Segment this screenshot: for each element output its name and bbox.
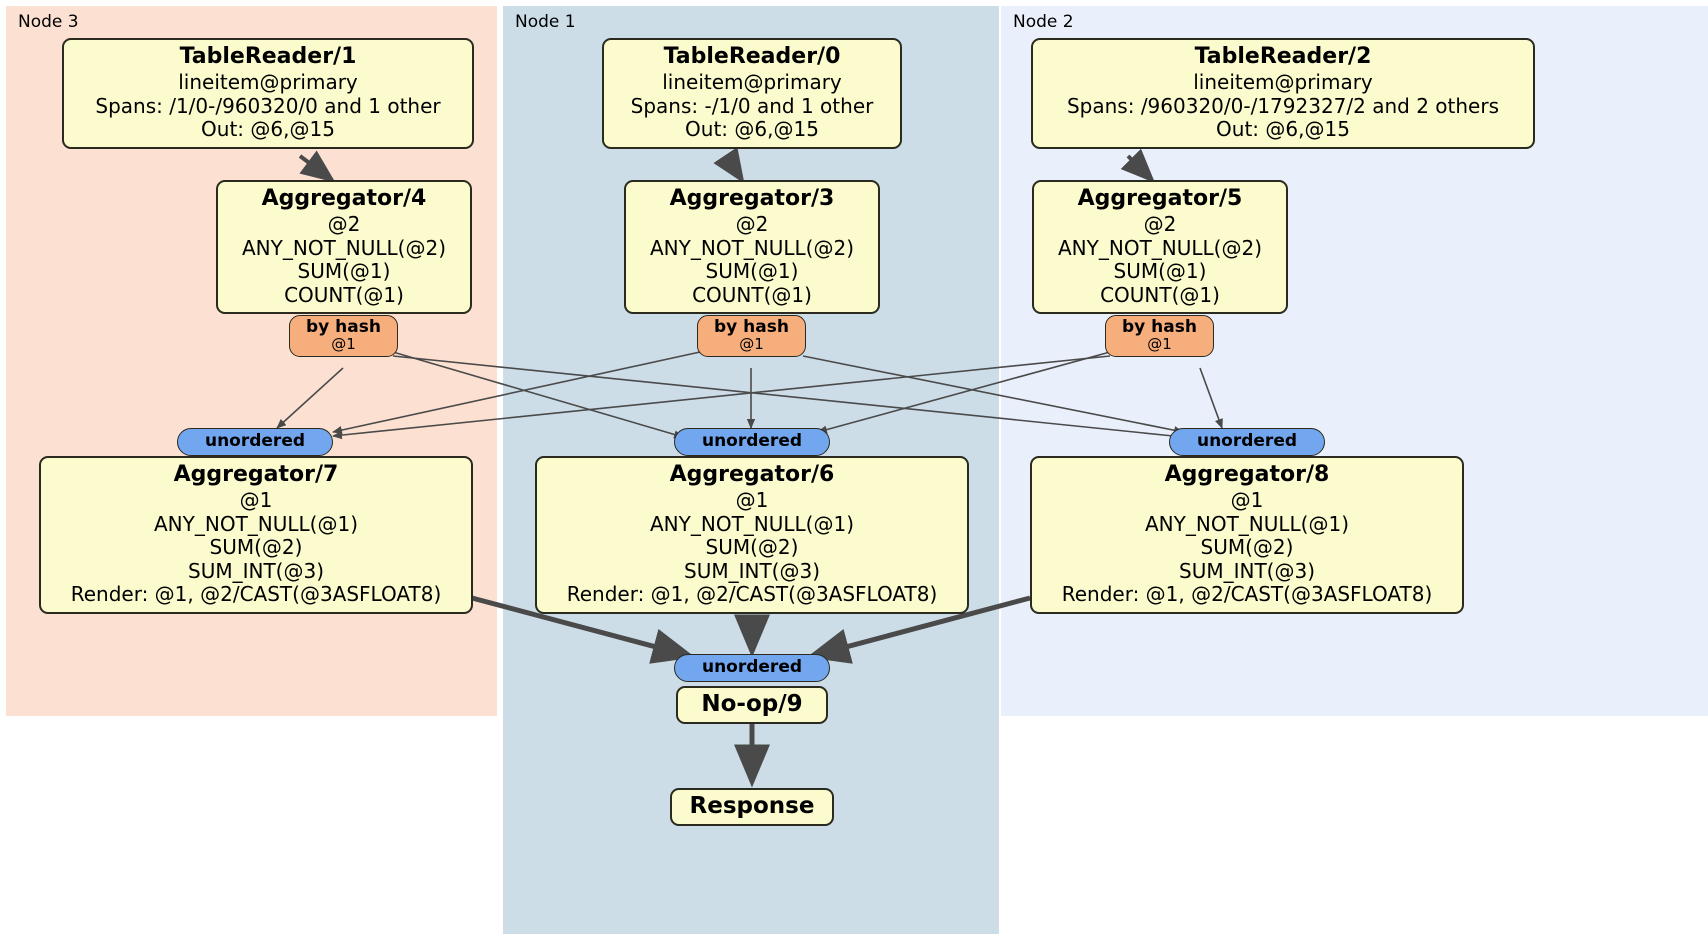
node-panel-label: Node 2	[1013, 12, 1074, 32]
processor-detail-line: Spans: -/1/0 and 1 other	[630, 93, 874, 118]
processor-detail-line: @2	[1143, 211, 1177, 236]
processor-render-line: Render: @1, @2/CAST(@3ASFLOAT8)	[566, 582, 938, 607]
processor-detail-line: SUM_INT(@3)	[188, 558, 324, 583]
processor-detail-line: @2	[327, 211, 361, 236]
processor-render-line: Render: @1, @2/CAST(@3ASFLOAT8)	[1061, 582, 1433, 607]
processor-detail-line: ANY_NOT_NULL(@1)	[650, 511, 854, 536]
processor-title: Aggregator/5	[1077, 186, 1243, 211]
processor-title: TableReader/1	[179, 44, 357, 69]
processor-table-reader-0[interactable]: TableReader/0 lineitem@primary Spans: -/…	[602, 38, 902, 149]
processor-title: TableReader/2	[1194, 44, 1372, 69]
processor-detail-line: @1	[1230, 487, 1264, 512]
processor-title: Aggregator/8	[1164, 462, 1330, 487]
processor-detail-line: COUNT(@1)	[284, 282, 404, 307]
processor-detail-line: SUM(@2)	[1200, 535, 1294, 560]
synchronizer-unordered-aggregator-7[interactable]: unordered	[177, 428, 333, 456]
processor-detail-line: SUM_INT(@3)	[684, 558, 820, 583]
processor-detail-line: ANY_NOT_NULL(@2)	[650, 235, 854, 260]
processor-detail-line: COUNT(@1)	[1100, 282, 1220, 307]
processor-title: No-op/9	[701, 691, 803, 717]
processor-detail-line: SUM(@1)	[1113, 259, 1207, 284]
processor-detail-line: @2	[735, 211, 769, 236]
router-kind-label: by hash	[1122, 317, 1197, 337]
processor-detail-line: Out: @6,@15	[1216, 117, 1350, 142]
router-column-label: @1	[739, 334, 764, 353]
synchronizer-unordered-aggregator-6[interactable]: unordered	[674, 428, 830, 456]
processor-title: Aggregator/4	[261, 186, 427, 211]
processor-detail-line: ANY_NOT_NULL(@2)	[1058, 235, 1262, 260]
synchronizer-unordered-noop-9[interactable]: unordered	[674, 654, 830, 682]
processor-aggregator-3[interactable]: Aggregator/3 @2 ANY_NOT_NULL(@2) SUM(@1)…	[624, 180, 880, 315]
processor-detail-line: lineitem@primary	[178, 69, 358, 94]
synchronizer-kind-label: unordered	[204, 431, 306, 451]
processor-detail-line: SUM_INT(@3)	[1179, 558, 1315, 583]
processor-aggregator-7[interactable]: Aggregator/7 @1 ANY_NOT_NULL(@1) SUM(@2)…	[39, 456, 473, 614]
processor-detail-line: @1	[239, 487, 273, 512]
router-by-hash-aggregator-4[interactable]: by hash @1	[289, 315, 398, 357]
processor-detail-line: SUM(@2)	[209, 535, 303, 560]
synchronizer-kind-label: unordered	[701, 657, 803, 677]
router-by-hash-aggregator-5[interactable]: by hash @1	[1105, 315, 1214, 357]
router-column-label: @1	[1147, 334, 1172, 353]
synchronizer-kind-label: unordered	[701, 431, 803, 451]
processor-aggregator-8[interactable]: Aggregator/8 @1 ANY_NOT_NULL(@1) SUM(@2)…	[1030, 456, 1464, 614]
processor-detail-line: SUM(@1)	[705, 259, 799, 284]
processor-detail-line: lineitem@primary	[1193, 69, 1373, 94]
router-kind-label: by hash	[306, 317, 381, 337]
synchronizer-kind-label: unordered	[1196, 431, 1298, 451]
processor-noop-9[interactable]: No-op/9	[676, 686, 828, 725]
processor-aggregator-4[interactable]: Aggregator/4 @2 ANY_NOT_NULL(@2) SUM(@1)…	[216, 180, 472, 315]
processor-title: Response	[689, 793, 815, 819]
processor-title: TableReader/0	[663, 44, 841, 69]
processor-detail-line: SUM(@1)	[297, 259, 391, 284]
node-panel-label: Node 3	[18, 12, 79, 32]
processor-detail-line: Out: @6,@15	[201, 117, 335, 142]
processor-detail-line: ANY_NOT_NULL(@1)	[154, 511, 358, 536]
processor-detail-line: SUM(@2)	[705, 535, 799, 560]
processor-detail-line: ANY_NOT_NULL(@1)	[1145, 511, 1349, 536]
processor-title: Aggregator/6	[669, 462, 835, 487]
processor-detail-line: COUNT(@1)	[692, 282, 812, 307]
processor-title: Aggregator/7	[173, 462, 339, 487]
processor-detail-line: @1	[735, 487, 769, 512]
processor-table-reader-1[interactable]: TableReader/1 lineitem@primary Spans: /1…	[62, 38, 474, 149]
processor-aggregator-6[interactable]: Aggregator/6 @1 ANY_NOT_NULL(@1) SUM(@2)…	[535, 456, 969, 614]
router-column-label: @1	[331, 334, 356, 353]
router-by-hash-aggregator-3[interactable]: by hash @1	[697, 315, 806, 357]
processor-render-line: Render: @1, @2/CAST(@3ASFLOAT8)	[70, 582, 442, 607]
processor-detail-line: lineitem@primary	[662, 69, 842, 94]
synchronizer-unordered-aggregator-8[interactable]: unordered	[1169, 428, 1325, 456]
processor-detail-line: Out: @6,@15	[685, 117, 819, 142]
node-panel-label: Node 1	[515, 12, 576, 32]
processor-detail-line: Spans: /1/0-/960320/0 and 1 other	[95, 93, 441, 118]
processor-aggregator-5[interactable]: Aggregator/5 @2 ANY_NOT_NULL(@2) SUM(@1)…	[1032, 180, 1288, 315]
processor-detail-line: Spans: /960320/0-/1792327/2 and 2 others	[1066, 93, 1499, 118]
processor-table-reader-2[interactable]: TableReader/2 lineitem@primary Spans: /9…	[1031, 38, 1535, 149]
processor-title: Aggregator/3	[669, 186, 835, 211]
processor-detail-line: ANY_NOT_NULL(@2)	[242, 235, 446, 260]
router-kind-label: by hash	[714, 317, 789, 337]
processor-response[interactable]: Response	[670, 788, 834, 827]
